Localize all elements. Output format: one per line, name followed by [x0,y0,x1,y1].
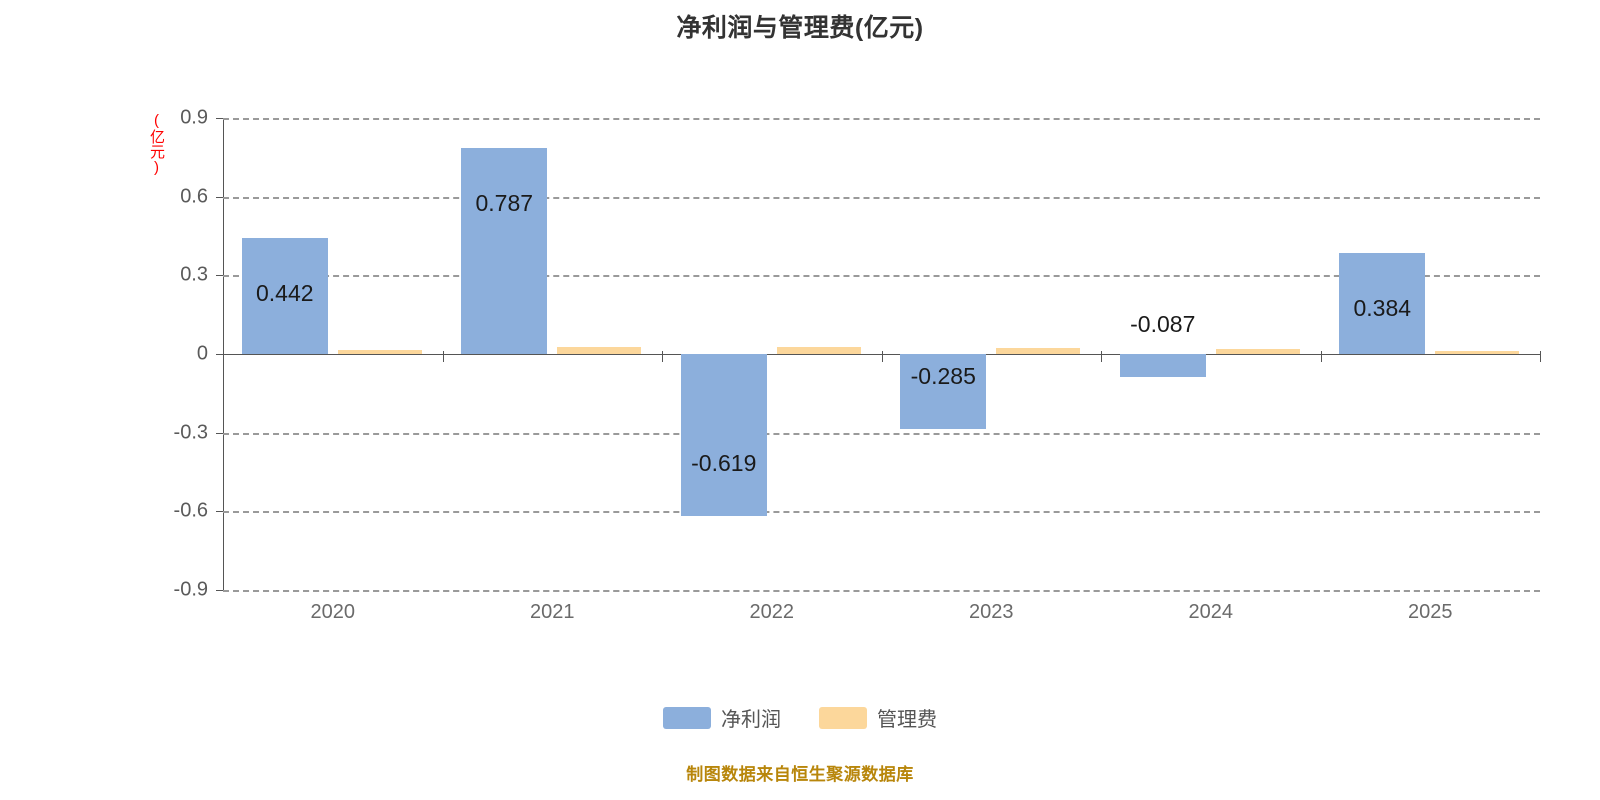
legend-item-admin-fee[interactable]: 管理费 [819,703,937,732]
x-tick-label-2024: 2024 [1188,601,1234,623]
legend-swatch [819,706,867,729]
x-tick-mark [881,351,883,362]
bar-admin-fee[interactable] [1435,350,1520,354]
bar-admin-fee[interactable] [337,349,422,354]
y-tick-mark [216,118,223,119]
legend-item-net-profit[interactable]: 净利润 [663,703,781,732]
bar-admin-fee[interactable] [1215,349,1300,354]
y-tick-label: -0.6 [173,499,208,522]
bar-net-profit[interactable] [241,238,328,354]
bar-net-profit[interactable] [1119,354,1206,377]
x-tick-label-2022: 2022 [749,601,795,623]
footer-source-note: 制图数据来自恒生聚源数据库 [686,765,914,784]
y-tick-label: 0.9 [180,106,208,129]
x-tick-mark [1101,351,1102,362]
gridline [223,275,1540,278]
legend-swatch [663,706,711,729]
gridline [223,590,1540,592]
gridline [223,118,1540,120]
gridline [223,196,1540,199]
y-tick-label: 0.6 [180,185,208,208]
chart-title: 净利润与管理费(亿元) [676,14,924,42]
bar-value-label: -0.285 [910,362,976,389]
x-tick-label-2020: 2020 [310,601,356,623]
bar-admin-fee[interactable] [996,347,1081,354]
x-tick-mark [1320,351,1322,362]
bar-value-label: -0.619 [691,450,757,477]
x-tick-label-2025: 2025 [1408,601,1453,623]
y-tick-label: -0.9 [173,578,208,601]
chart-legend[interactable]: 净利润 管理费 [0,703,1600,732]
y-tick-mark [216,432,223,434]
y-axis-title: (亿元) [148,112,165,176]
legend-label: 净利润 [721,709,781,731]
x-tick-mark [662,351,663,362]
bar-admin-fee[interactable] [557,346,642,354]
bar-value-label: 0.787 [475,189,534,216]
y-tick-label: -0.3 [173,421,208,444]
y-tick-mark [216,354,223,355]
gridline [223,432,1540,435]
bar-value-label: 0.442 [255,280,314,307]
bar-net-profit[interactable] [680,354,767,517]
bar-net-profit[interactable] [461,147,548,354]
x-tick-label-2023: 2023 [969,601,1014,623]
bar-value-label: 0.384 [1353,295,1412,322]
gridline [223,511,1540,514]
x-tick-label-2021: 2021 [530,601,575,623]
bar-value-label: -0.087 [1130,310,1196,337]
bar-admin-fee[interactable] [776,346,861,354]
y-tick-label: 0 [196,342,208,365]
x-tick-mark [223,351,224,362]
y-tick-mark [216,275,223,277]
bar-net-profit[interactable] [900,354,987,429]
x-tick-mark [1540,351,1541,362]
y-tick-mark [216,590,223,591]
y-tick-mark [216,511,223,513]
bar-net-profit[interactable] [1339,253,1426,354]
legend-label: 管理费 [877,709,937,731]
x-tick-mark [442,351,444,362]
y-tick-label: 0.3 [180,263,208,286]
y-tick-mark [216,196,223,198]
